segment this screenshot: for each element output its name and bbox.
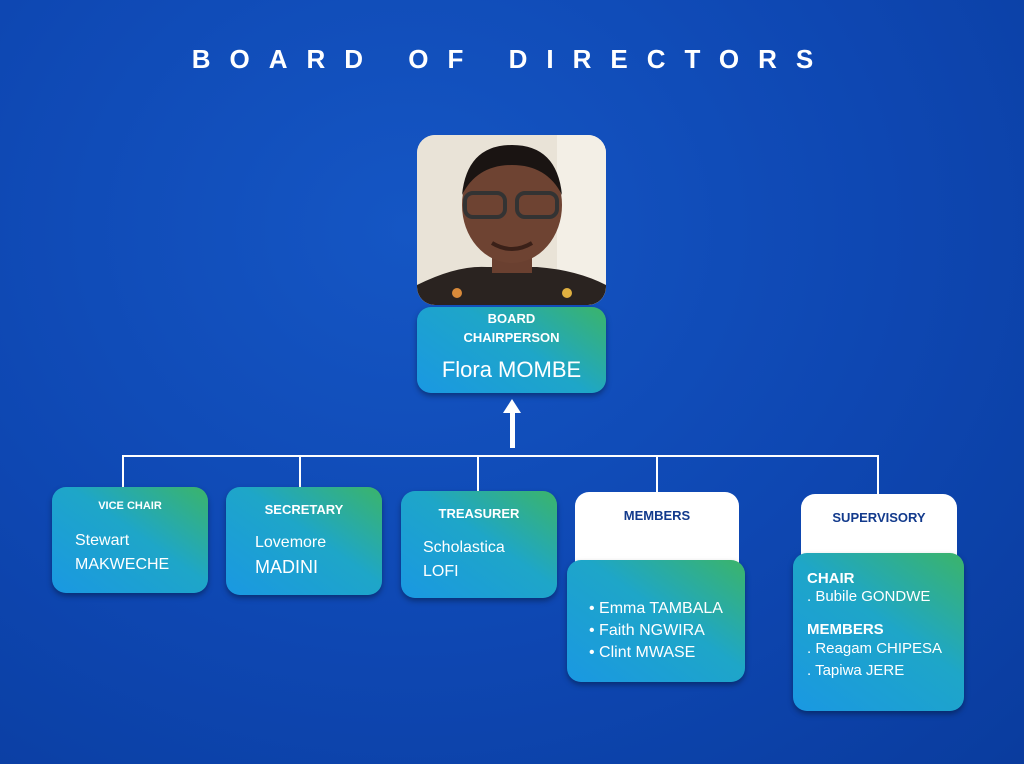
treasurer-first: Scholastica — [423, 539, 505, 556]
connector — [656, 455, 658, 492]
secretary-card: SECRETARY Lovemore MADINI — [226, 487, 382, 595]
secretary-role: SECRETARY — [264, 502, 344, 517]
chairperson-photo — [417, 135, 606, 305]
supervisory-members-label: MEMBERS — [807, 621, 884, 638]
connector — [477, 455, 479, 491]
connector-horizontal — [122, 455, 879, 457]
vice-chair-last: MAKWECHE — [75, 556, 170, 573]
supervisory-card: CHAIR . Bubile GONDWE MEMBERS . Reagam C… — [793, 553, 964, 711]
chairperson-name: Flora MOMBE — [441, 357, 582, 382]
members-card: • Emma TAMBALA • Faith NGWIRA • Clint MW… — [567, 560, 745, 682]
secretary-first: Lovemore — [255, 534, 327, 551]
supervisory-chair-label: CHAIR — [807, 570, 855, 587]
vice-chair-card: VICE CHAIR Stewart MAKWECHE — [52, 487, 208, 593]
connector — [299, 455, 301, 487]
treasurer-card: TREASURER Scholastica LOFI — [401, 491, 557, 598]
vice-chair-first: Stewart — [75, 532, 130, 549]
connector — [122, 455, 124, 487]
arrow-shaft — [510, 412, 515, 448]
member-item: • Emma TAMBALA — [589, 600, 723, 617]
connector — [877, 455, 879, 494]
treasurer-last: LOFI — [423, 563, 459, 580]
arrow-up-icon — [503, 399, 521, 413]
supervisory-header: SUPERVISORY — [801, 494, 957, 558]
chairperson-card: BOARD CHAIRPERSON Flora MOMBE — [417, 307, 606, 393]
members-header: MEMBERS — [575, 492, 739, 564]
supervisory-chair: . Bubile GONDWE — [807, 588, 931, 605]
member-item: • Faith NGWIRA — [589, 622, 705, 639]
chairperson-role-2: CHAIRPERSON — [463, 330, 560, 345]
supervisory-member: . Tapiwa JERE — [807, 662, 905, 679]
member-item: • Clint MWASE — [589, 644, 696, 661]
treasurer-role: TREASURER — [438, 506, 520, 521]
secretary-last: MADINI — [255, 557, 318, 577]
vice-chair-role: VICE CHAIR — [98, 500, 162, 512]
supervisory-member: . Reagam CHIPESA — [807, 640, 943, 657]
chairperson-role: BOARD — [487, 311, 536, 326]
page-title: BOARD OF DIRECTORS — [191, 44, 833, 74]
